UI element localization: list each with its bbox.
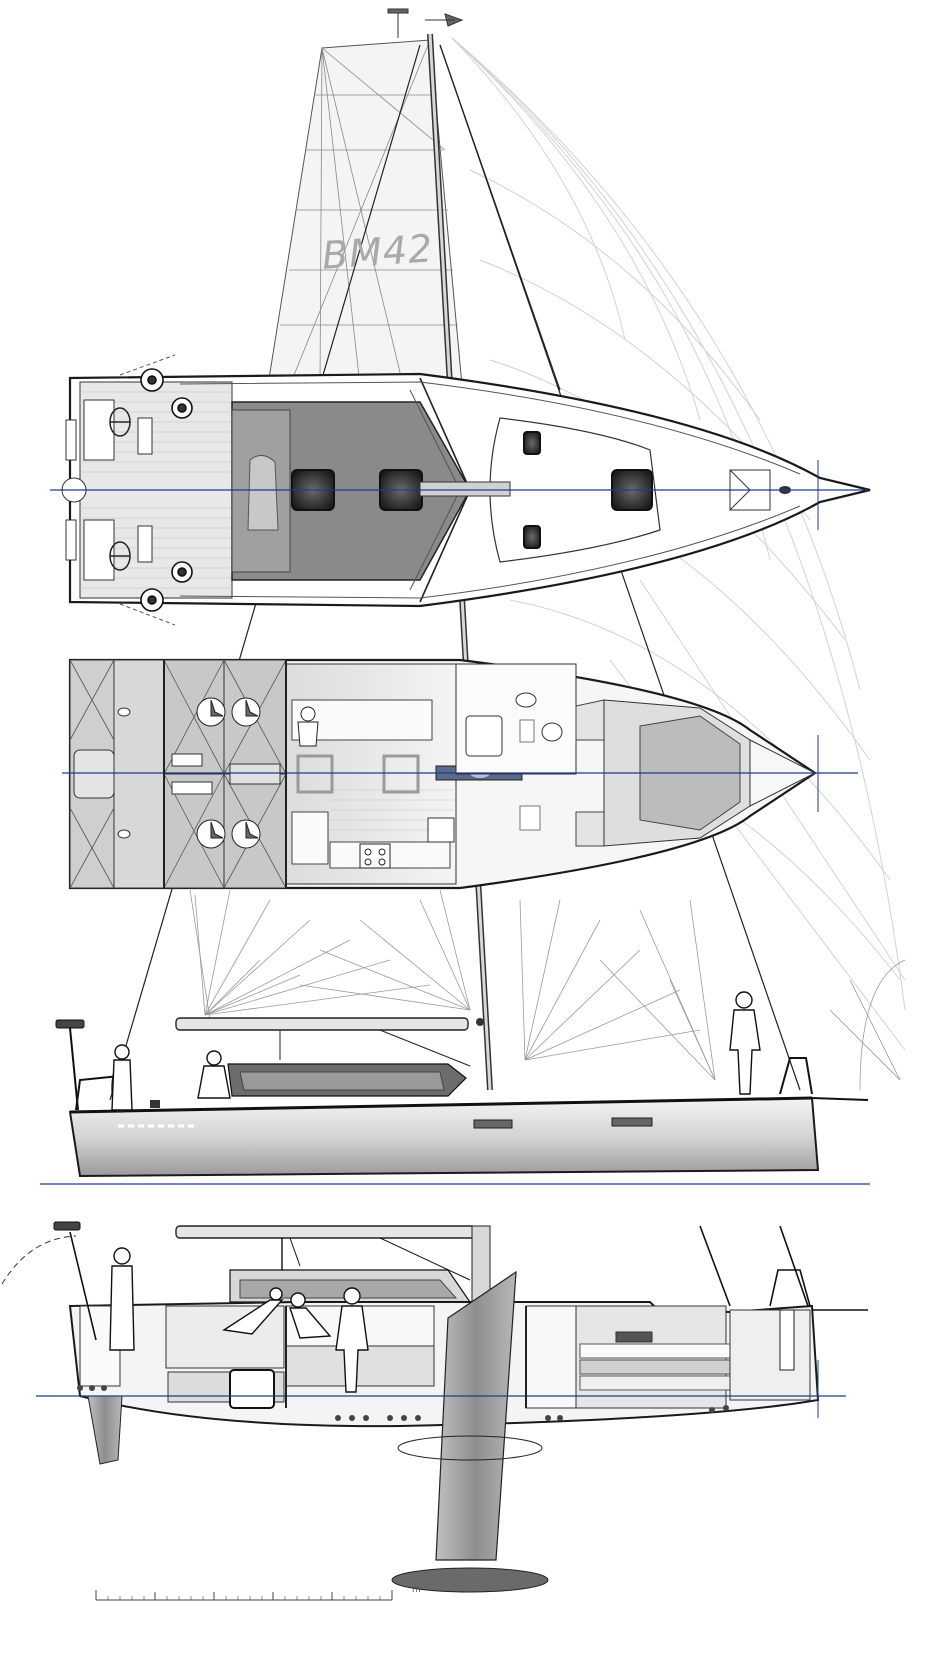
boom <box>175 1017 469 1031</box>
helm-wheel-icon <box>109 407 131 571</box>
keel <box>435 1270 517 1561</box>
rudder <box>87 1395 123 1465</box>
side-profile <box>40 991 870 1185</box>
interior-profile <box>1 1221 868 1593</box>
stove-icon <box>359 843 391 869</box>
winch-icon <box>140 368 193 612</box>
fan-icon <box>196 697 261 849</box>
radar-icon <box>53 1221 81 1231</box>
scale-unit-label: m <box>412 1585 421 1595</box>
accommodation-plan <box>62 658 858 890</box>
seated-figure-icon <box>297 706 319 747</box>
scale-bar <box>95 1590 393 1601</box>
jib-sail-lower <box>189 889 906 1091</box>
mainsail <box>267 39 463 386</box>
radar-icon <box>55 1019 85 1111</box>
person-figure-icon <box>111 991 761 1111</box>
sail-mark-label: BM42 <box>320 226 435 278</box>
masthead-instruments-icon <box>387 8 464 38</box>
deck-plan <box>50 354 871 626</box>
person-figure-icon <box>109 1247 369 1393</box>
